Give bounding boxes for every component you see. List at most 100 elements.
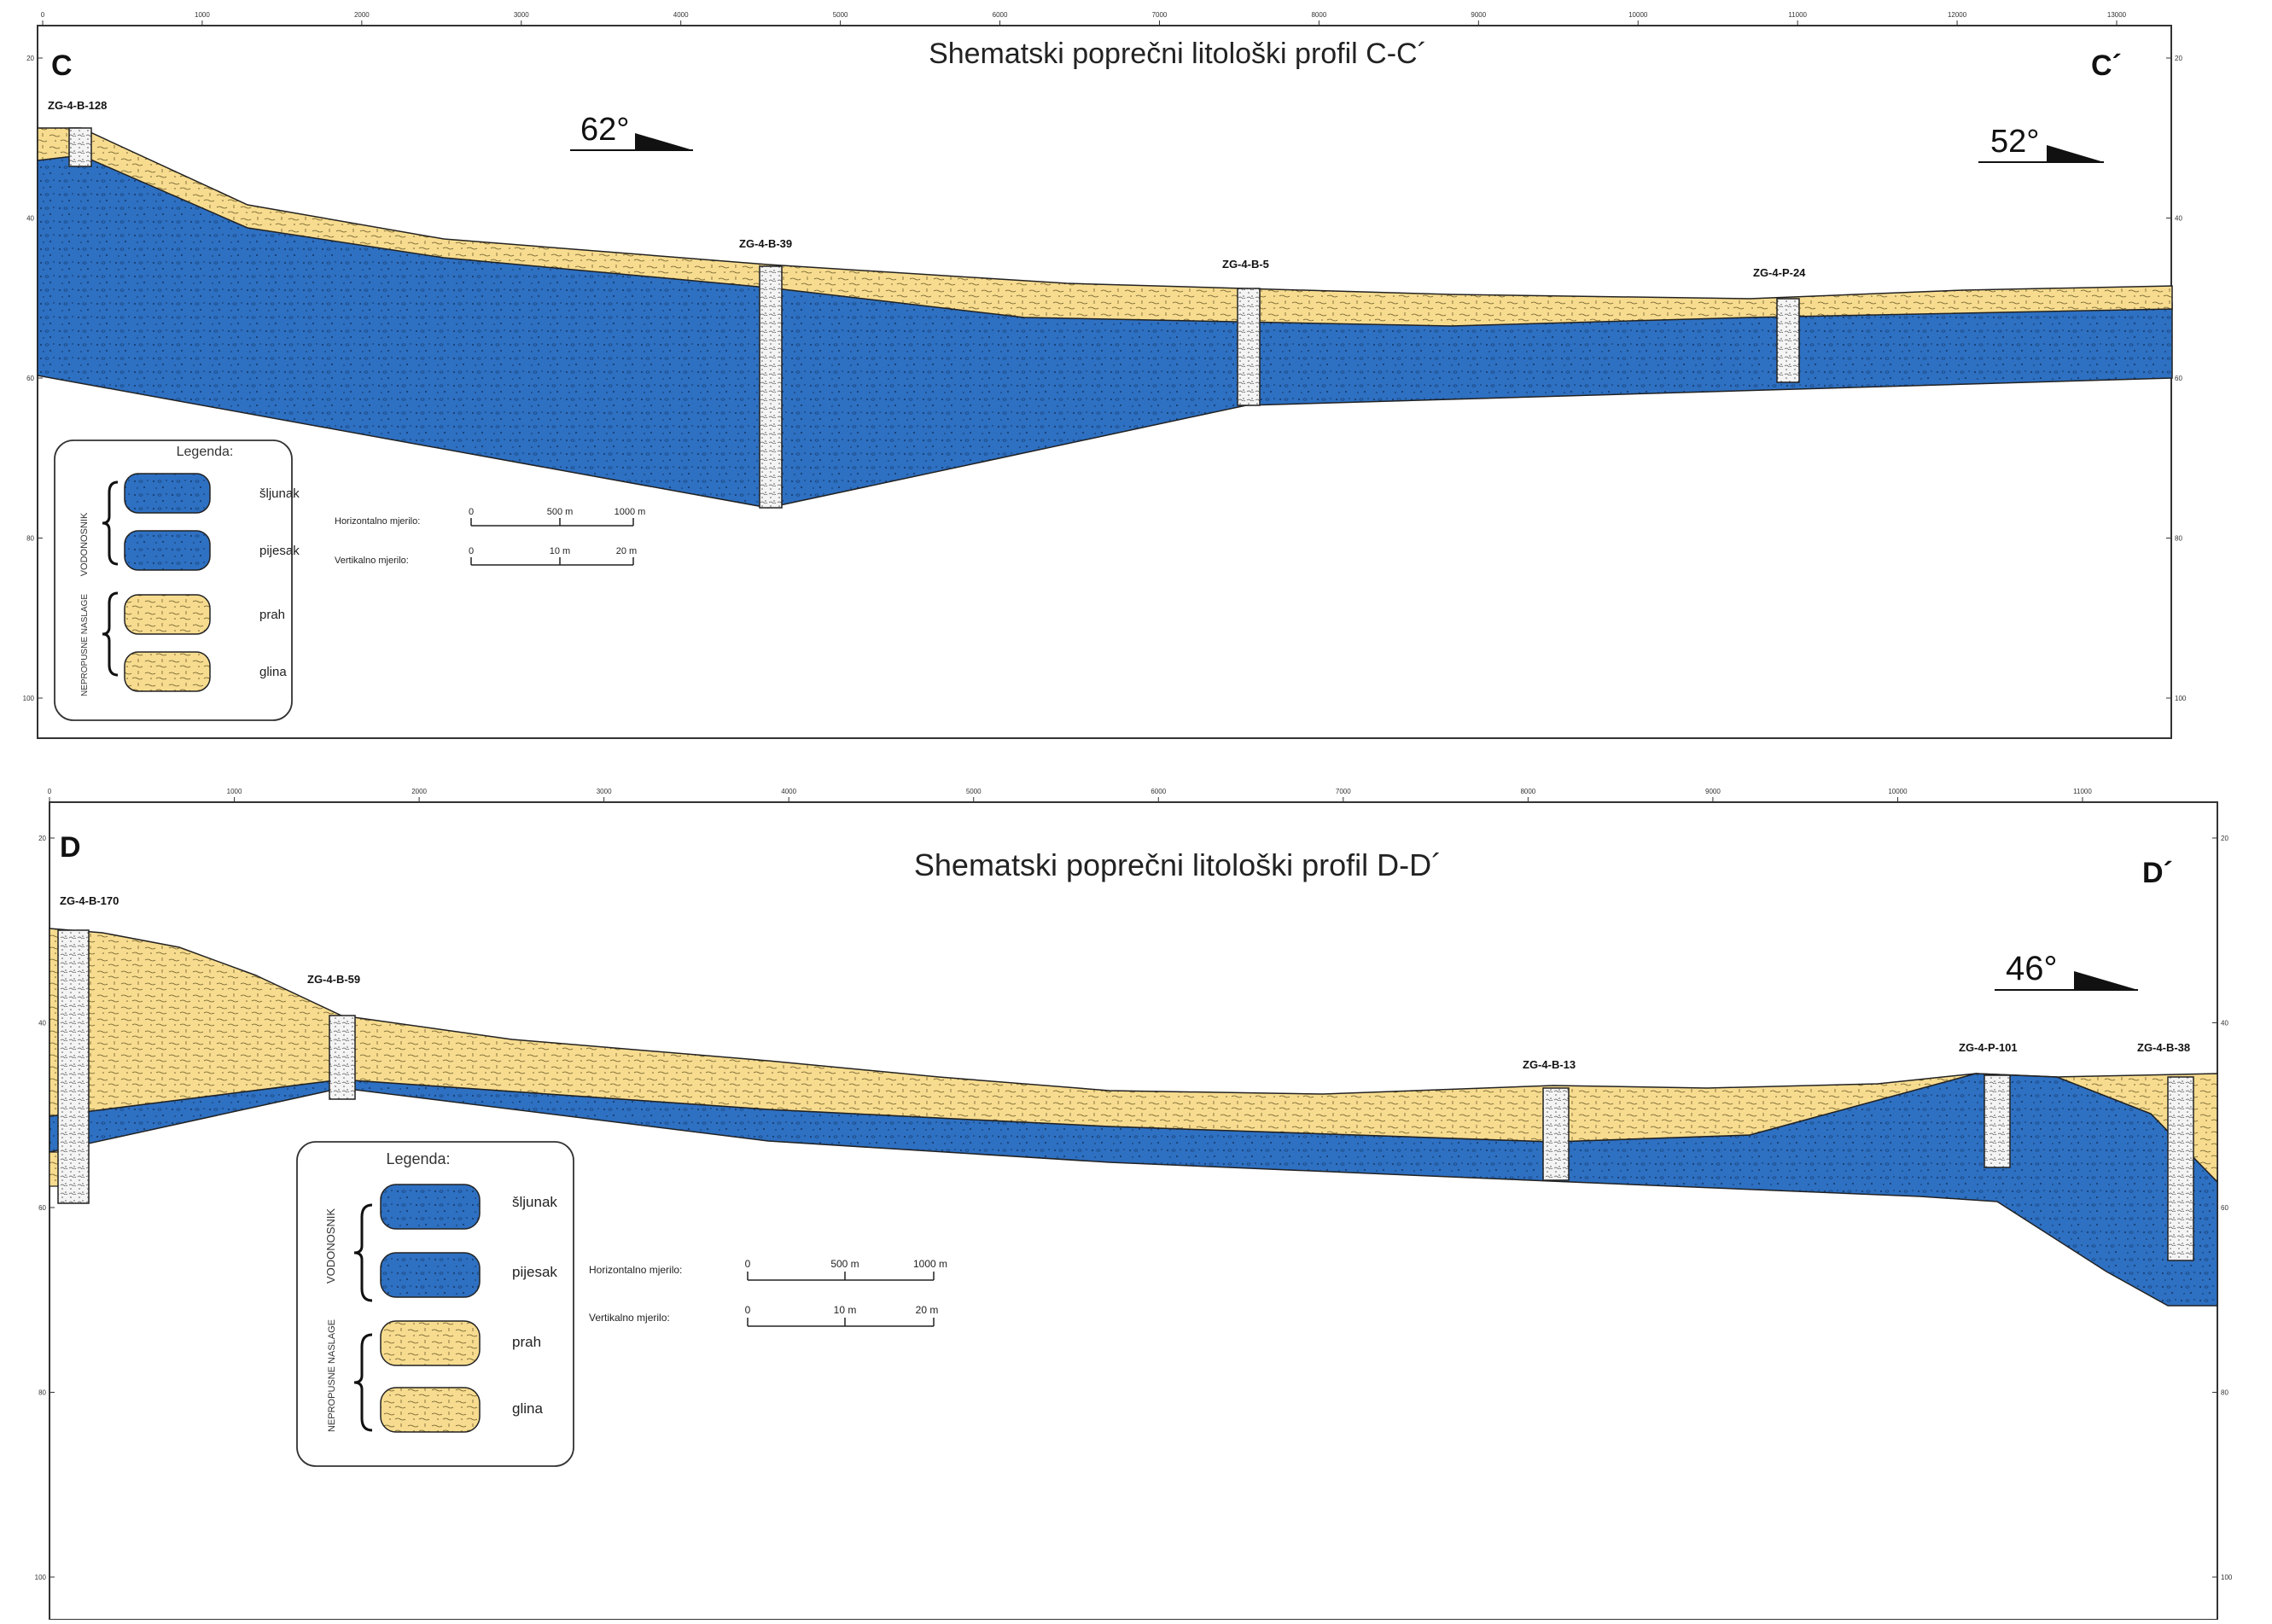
axis-tick-label: 60: [38, 1204, 46, 1212]
legend-swatch-glina: [380, 1387, 481, 1433]
axis-tick-label: 3000: [597, 788, 612, 795]
axis-tick-label: 8000: [1520, 788, 1535, 795]
legend-swatch-prah: [124, 594, 211, 635]
axis-tick-label: 100: [23, 695, 35, 702]
scale-tick: 10 m: [834, 1304, 857, 1316]
legend-item-label: glina: [512, 1400, 543, 1417]
legend-swatch-prah: [380, 1320, 481, 1366]
axis-tick-label: 20: [2175, 55, 2182, 62]
legend-item-label: prah: [512, 1334, 541, 1350]
dip-indicator: 46°: [1995, 950, 2138, 991]
profile-dd-end-label: D´: [2142, 857, 2173, 889]
borehole-zg-4-b-59: [329, 1015, 356, 1100]
legend-group-aquifer: VODONOSNIK: [324, 1208, 337, 1283]
borehole-label: ZG-4-B-170: [60, 894, 119, 907]
scale-tick: 0: [745, 1258, 751, 1270]
axis-tick-label: 11000: [2073, 788, 2092, 795]
axis-tick-label: 6000: [993, 11, 1008, 19]
scale-tick: 20 m: [616, 546, 637, 556]
axis-tick-label: 9000: [1471, 11, 1486, 19]
profile-cc-title: Shematski poprečni litološki profil C-C´: [929, 38, 1427, 70]
scale-vertical-label: Vertikalno mjerilo:: [335, 556, 409, 566]
borehole-label: ZG-4-P-24: [1753, 266, 1806, 279]
borehole-zg-4-b-39: [759, 265, 783, 509]
legend-item-label: prah: [259, 608, 285, 622]
profile-dd-title: Shematski poprečni litološki profil D-D´: [914, 847, 1442, 882]
borehole-zg-4-b-13: [1542, 1087, 1570, 1181]
axis-tick-label: 10000: [1888, 788, 1908, 795]
borehole-zg-4-b-5: [1237, 288, 1261, 406]
axis-tick-label: 7000: [1336, 788, 1351, 795]
profile-cc-start-label: C: [51, 49, 73, 82]
profile-cc-scale: Horizontalno mjerilo: 0 500 m 1000 m Ver…: [335, 507, 645, 566]
scale-tick: 20 m: [916, 1304, 939, 1316]
profile-dd-scale: Horizontalno mjerilo: 0 500 m 1000 m Ver…: [589, 1258, 947, 1327]
legend-box: [296, 1141, 574, 1467]
legend-box: [54, 439, 293, 721]
borehole-zg-4-b-38: [2167, 1076, 2194, 1261]
borehole-label: ZG-4-B-39: [739, 237, 792, 250]
borehole-zg-4-b-170: [57, 929, 90, 1204]
legend-item-label: šljunak: [259, 486, 300, 501]
borehole-label: ZG-4-B-38: [2137, 1041, 2190, 1054]
axis-tick-label: 1000: [195, 11, 210, 19]
borehole-label: ZG-4-B-13: [1523, 1058, 1576, 1071]
borehole-label: ZG-4-B-128: [48, 99, 107, 112]
axis-tick-label: 100: [2175, 695, 2187, 702]
axis-tick-label: 60: [26, 375, 34, 382]
scale-tick: 0: [745, 1304, 751, 1316]
legend-title: Legenda:: [177, 445, 234, 459]
legend-item-label: šljunak: [512, 1194, 557, 1210]
axis-tick-label: 0: [41, 11, 45, 19]
borehole-zg-4-b-128: [68, 127, 92, 167]
legend-swatch-glina: [124, 651, 211, 692]
axis-tick-label: 100: [35, 1574, 47, 1581]
legend-item-label: pijesak: [259, 544, 300, 558]
axis-tick-label: 6000: [1151, 788, 1166, 795]
scale-tick: 500 m: [830, 1258, 859, 1270]
borehole-zg-4-p-101: [1984, 1074, 2011, 1168]
axis-tick-label: 40: [26, 215, 34, 223]
scale-vertical-label: Vertikalno mjerilo:: [589, 1312, 670, 1324]
scale-tick: 0: [469, 507, 474, 517]
axis-tick-label: 5000: [966, 788, 982, 795]
axis-tick-label: 40: [38, 1020, 46, 1027]
profile-dd-legend: Legenda: VODONOSNIK NEPROPUSNE NASLAGE š…: [296, 1141, 574, 1467]
legend-swatch-pijesak: [124, 530, 211, 571]
legend-swatch-sljunak: [124, 473, 211, 514]
legend-swatch-sljunak: [380, 1184, 481, 1230]
axis-tick-label: 10000: [1628, 11, 1648, 19]
dip-angle-value: 46°: [2006, 950, 2058, 987]
profile-cc-end-label: C´: [2091, 49, 2122, 82]
borehole-label: ZG-4-B-59: [307, 973, 360, 986]
legend-title: Legenda:: [386, 1150, 450, 1167]
axis-tick-label: 8000: [1311, 11, 1326, 19]
dip-indicator: 62°: [570, 112, 693, 151]
axis-tick-label: 13000: [2107, 11, 2127, 19]
scale-tick: 0: [469, 546, 474, 556]
profile-cc-aquifer-layer: [37, 153, 2173, 509]
axis-tick-label: 100: [2221, 1574, 2233, 1581]
legend-item-label: pijesak: [512, 1264, 557, 1280]
scale-tick: 500 m: [547, 507, 574, 517]
axis-tick-label: 60: [2175, 375, 2182, 382]
borehole-label: ZG-4-B-5: [1222, 258, 1269, 271]
axis-tick-label: 60: [2221, 1204, 2228, 1212]
axis-tick-label: 7000: [1152, 11, 1168, 19]
axis-tick-label: 2000: [354, 11, 370, 19]
borehole-label: ZG-4-P-101: [1959, 1041, 2018, 1054]
axis-tick-label: 20: [26, 55, 34, 62]
legend-swatch-pijesak: [380, 1252, 481, 1298]
axis-tick-label: 20: [2221, 835, 2228, 842]
axis-tick-label: 1000: [227, 788, 242, 795]
axis-tick-label: 2000: [411, 788, 427, 795]
axis-tick-label: 20: [38, 835, 46, 842]
scale-horizontal-label: Horizontalno mjerilo:: [589, 1264, 682, 1276]
axis-tick-label: 4000: [781, 788, 796, 795]
axis-tick-label: 4000: [673, 11, 689, 19]
